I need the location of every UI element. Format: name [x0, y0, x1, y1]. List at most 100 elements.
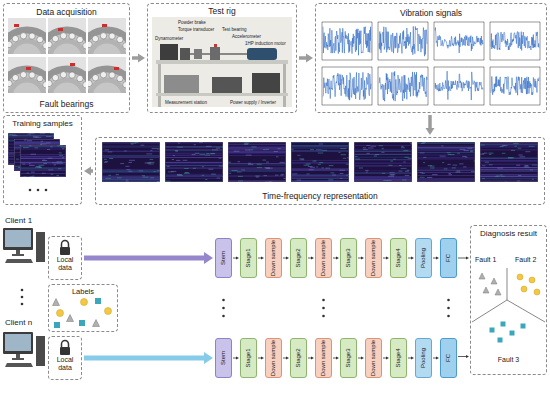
spectrogram-band: [228, 167, 286, 168]
spectrogram-band: [291, 163, 349, 164]
arrowhead: [84, 167, 91, 176]
connector-arrow: [408, 356, 414, 359]
spectrogram-speck: [408, 158, 413, 159]
block-label: Stem: [220, 251, 227, 265]
dynamometer: [160, 44, 178, 60]
spectrogram-speck: [29, 176, 34, 177]
spectrogram-speck: [457, 171, 461, 172]
spectrogram-band: [480, 169, 538, 170]
spectrogram-speck: [403, 162, 405, 163]
spectrogram-speck: [167, 166, 170, 167]
spectrogram-speck: [29, 133, 35, 134]
connector-line: [458, 258, 467, 259]
spectrogram-speck: [444, 168, 448, 169]
spectrogram-band: [480, 180, 538, 181]
spectrogram-speck: [246, 155, 252, 156]
arrowhead: [311, 356, 314, 359]
vibration-signal: [491, 31, 539, 50]
spectrogram-speck: [371, 146, 377, 147]
connector-arrow: [258, 256, 264, 259]
spectrogram-band: [480, 147, 538, 148]
spectrogram-band: [8, 135, 54, 136]
spectrogram-speck: [500, 146, 504, 147]
spectrogram-speck: [42, 160, 47, 161]
keyboard: [5, 363, 33, 367]
dashed-panel: Test rig: [147, 3, 297, 113]
spectrogram-speck: [497, 168, 503, 169]
arrowhead: [411, 256, 414, 259]
spectrogram-speck: [538, 146, 541, 147]
spectrogram-band: [20, 149, 66, 150]
monitor: [3, 228, 33, 250]
spectrogram-speck: [269, 181, 273, 182]
spectrogram-band: [354, 180, 412, 181]
arrowhead: [236, 356, 239, 359]
spectrogram-speck: [184, 173, 190, 174]
connector-arrow: [426, 115, 435, 135]
spectrogram-speck: [390, 161, 393, 162]
spectrogram-speck: [382, 173, 385, 174]
spectrogram-speck: [141, 145, 145, 146]
spectrogram-band: [165, 167, 223, 168]
spectrogram-ground: [354, 142, 412, 182]
panel-title: Labels: [50, 287, 116, 296]
spectrogram-speck: [249, 149, 253, 150]
spectrogram-speck: [29, 145, 32, 146]
test-bearing: [210, 47, 220, 60]
spectrogram-ground: [417, 142, 475, 182]
spectrogram-speck: [23, 147, 29, 148]
spectrogram-speck: [35, 147, 39, 148]
spectrogram-band: [20, 158, 66, 159]
spectrogram-speck: [292, 173, 297, 174]
spectrogram-speck: [518, 175, 521, 176]
decision-line: [507, 268, 508, 300]
square-sample: [521, 324, 526, 329]
spectrogram-speck: [216, 148, 220, 149]
lock-body: [60, 347, 70, 355]
spectrogram-band: [165, 182, 223, 183]
spectrogram-speck: [175, 151, 178, 152]
spectrogram-band: [20, 162, 66, 163]
panel-text: Fault 1: [475, 256, 496, 264]
vibration-signal: [379, 71, 427, 101]
spectrogram-speck: [328, 179, 333, 180]
spectrogram-band: [228, 180, 286, 181]
spectrogram-speck: [126, 169, 130, 170]
lock-icon: [60, 341, 70, 355]
spectrogram-band: [20, 154, 66, 155]
spectrogram-band: [417, 147, 475, 148]
spectrogram-speck: [120, 163, 124, 164]
spectrogram-band: [228, 171, 286, 172]
panel-text: Fault bearings: [5, 99, 128, 109]
signal-axes: [434, 22, 484, 60]
connector-arrow: [84, 352, 213, 364]
spectrogram-band: [14, 142, 60, 143]
arrowhead: [311, 256, 314, 259]
spectrogram-speck: [29, 163, 31, 164]
spectrogram-band: [228, 165, 286, 166]
spectrogram: [480, 142, 540, 183]
spectrogram-band: [228, 147, 286, 148]
spectrogram-speck: [50, 133, 55, 134]
decision-line: [472, 300, 507, 322]
triangle-sample: [93, 320, 100, 327]
block-label: Down sample: [270, 240, 277, 276]
signal-axes: [378, 67, 428, 105]
keyboard: [5, 259, 33, 263]
bearing-ball: [37, 75, 43, 81]
spectrogram-band: [480, 178, 538, 179]
dashed-panel: Labels: [48, 284, 118, 332]
spectrogram-speck: [318, 164, 321, 165]
arrowhead: [466, 256, 469, 259]
triangle-sample: [495, 289, 501, 295]
signal-axes: [434, 67, 484, 105]
bearing-ball: [6, 41, 12, 47]
part-name: 1HP induction motor: [245, 41, 286, 46]
connector-arrow: [333, 256, 339, 259]
outer-ring: [39, 69, 95, 125]
spectrogram-band: [102, 176, 160, 177]
arrowhead: [466, 355, 469, 358]
spectrogram-speck: [150, 150, 152, 151]
spectrogram-band: [291, 142, 349, 143]
spectrogram-band: [291, 160, 349, 161]
